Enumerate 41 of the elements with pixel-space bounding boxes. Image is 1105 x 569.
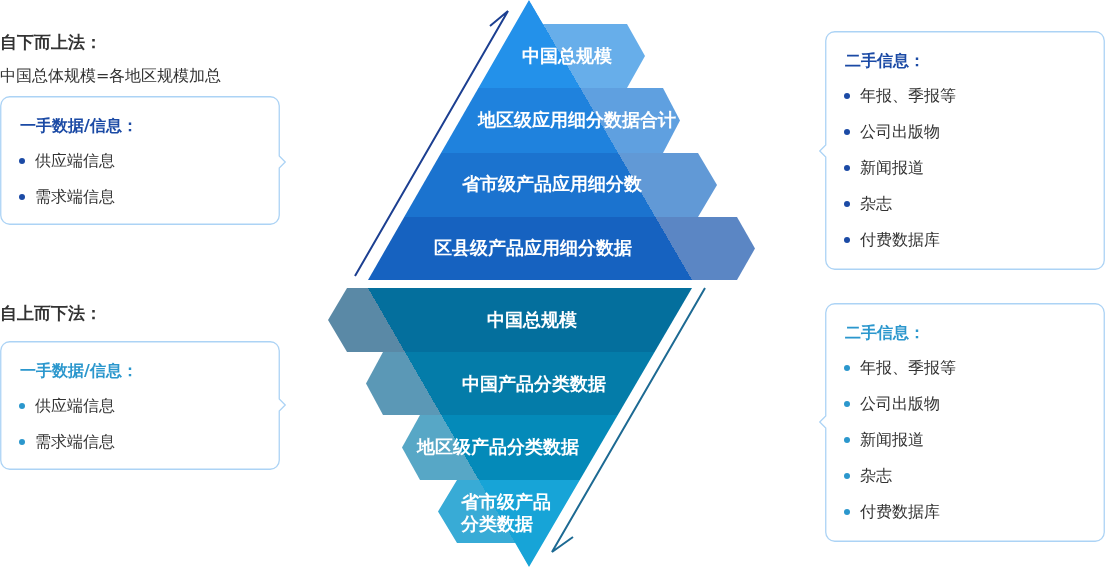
- pyramid-layer: [402, 415, 618, 480]
- list-item: 付费数据库: [860, 230, 940, 250]
- pyramid-layer: [328, 288, 692, 352]
- list-item: 公司出版物: [860, 122, 940, 142]
- pyramid-layer: [478, 0, 645, 88]
- callout-box: [818, 303, 1105, 542]
- pyramid-layer: [404, 153, 717, 217]
- list-item: 新闻报道: [860, 158, 924, 178]
- layer-label: 地区级产品分类数据: [417, 436, 579, 458]
- list-heading: 二手信息：: [845, 323, 925, 343]
- list-item: 需求端信息: [35, 432, 115, 452]
- layer-label: 区县级产品应用细分数据: [434, 237, 632, 259]
- list-item: 公司出版物: [860, 394, 940, 414]
- callout-box: [0, 341, 287, 470]
- callout-box: [0, 96, 287, 225]
- pyramid-layer: [368, 217, 755, 280]
- layer-label: 中国产品分类数据: [462, 373, 606, 395]
- list-item: 年报、季报等: [860, 358, 956, 378]
- layer-label: 中国总规模: [522, 45, 612, 67]
- pyramid-layer: [366, 352, 655, 415]
- callout-box: [818, 31, 1105, 270]
- list-heading: 二手信息：: [845, 51, 925, 71]
- list-heading: 一手数据/信息：: [20, 116, 138, 136]
- list-item: 付费数据库: [860, 502, 940, 522]
- pyramid-layer: [438, 480, 580, 567]
- formula-text: 中国总体规模=各地区规模加总: [0, 66, 222, 86]
- layer-label: 省市级产品应用细分数: [462, 173, 642, 195]
- list-heading: 一手数据/信息：: [20, 361, 138, 381]
- list-item: 年报、季报等: [860, 86, 956, 106]
- layer-label: 中国总规模: [487, 309, 577, 331]
- list-item: 杂志: [860, 466, 892, 486]
- list-item: 供应端信息: [35, 151, 115, 171]
- list-item: 新闻报道: [860, 430, 924, 450]
- section-heading: 自下而上法：: [0, 31, 102, 53]
- list-item: 需求端信息: [35, 187, 115, 207]
- pyramid-layer: [441, 88, 680, 153]
- list-item: 杂志: [860, 194, 892, 214]
- section-heading: 自上而下法：: [0, 302, 102, 324]
- layer-label: 地区级应用细分数据合计: [478, 109, 676, 131]
- list-item: 供应端信息: [35, 396, 115, 416]
- layer-label: 省市级产品分类数据: [461, 491, 552, 535]
